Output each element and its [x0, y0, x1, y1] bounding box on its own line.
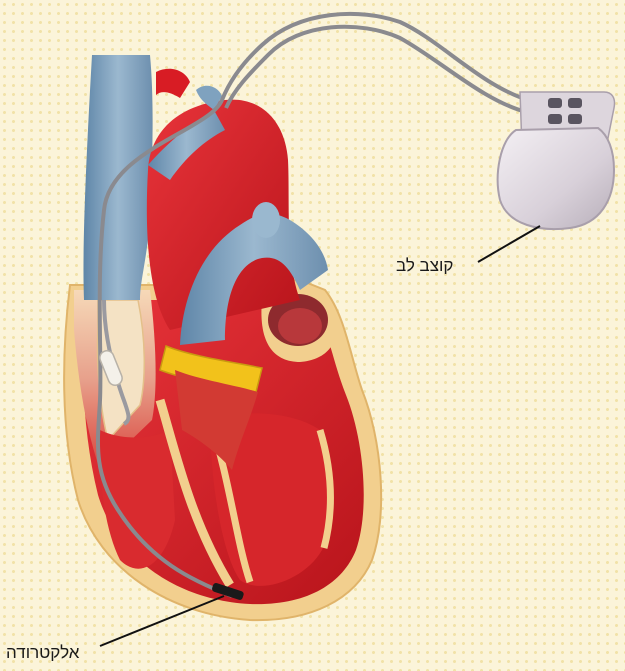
- pacemaker-label: קוצב לב: [396, 256, 453, 276]
- pacemaker-leader-line: [478, 226, 540, 262]
- pacemaker-body: [498, 128, 614, 229]
- aortic-arch-top: [156, 69, 190, 98]
- electrode-leader-line: [100, 596, 224, 646]
- pulmonary-artery-end: [252, 202, 280, 238]
- electrode-label: אלקטרודה: [6, 643, 80, 663]
